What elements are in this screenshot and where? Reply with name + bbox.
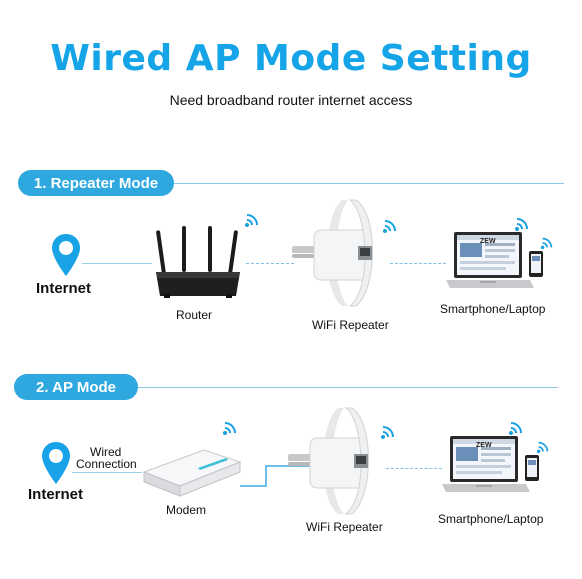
wired-label: Wired bbox=[90, 445, 122, 459]
internet-label: Internet bbox=[36, 280, 92, 297]
section-1-divider bbox=[174, 183, 564, 184]
location-pin-icon bbox=[52, 234, 80, 276]
wifi-repeater-icon bbox=[292, 199, 373, 307]
location-pin-icon bbox=[42, 442, 70, 484]
router-icon bbox=[156, 226, 240, 298]
wireless-link bbox=[246, 263, 294, 264]
wifi-repeater-label: WiFi Repeater bbox=[312, 318, 389, 332]
wifi-repeater-label: WiFi Repeater bbox=[306, 520, 383, 534]
wifi-signal-icon bbox=[509, 422, 522, 435]
screen-logo: ZEW bbox=[476, 442, 492, 449]
client-label: Smartphone/Laptop bbox=[440, 302, 546, 316]
page-title: Wired AP Mode Setting bbox=[50, 38, 532, 79]
client-label: Smartphone/Laptop bbox=[438, 512, 544, 526]
laptop-icon bbox=[442, 436, 530, 492]
connection-label: Connection bbox=[76, 457, 137, 471]
wifi-signal-icon bbox=[245, 214, 258, 227]
connection-line bbox=[72, 472, 142, 473]
wifi-signal-icon bbox=[223, 422, 236, 435]
modem-icon bbox=[142, 449, 242, 497]
wifi-signal-icon bbox=[536, 441, 549, 454]
wireless-link bbox=[386, 468, 442, 469]
smartphone-icon bbox=[529, 251, 543, 277]
page-subtitle: Need broadband router internet access bbox=[169, 92, 413, 108]
wifi-repeater-icon bbox=[288, 407, 369, 515]
router-label: Router bbox=[176, 308, 213, 322]
smartphone-icon bbox=[525, 455, 539, 481]
section-2-divider bbox=[138, 387, 558, 388]
wifi-signal-icon bbox=[383, 220, 396, 233]
wifi-signal-icon bbox=[540, 237, 553, 250]
wireless-link bbox=[390, 263, 446, 264]
section-2-label: 2. AP Mode bbox=[14, 374, 138, 400]
modem-label: Modem bbox=[166, 503, 207, 517]
laptop-icon bbox=[446, 232, 534, 288]
wifi-signal-icon bbox=[515, 218, 528, 231]
screen-logo: ZEW bbox=[480, 238, 496, 245]
section-1-label: 1. Repeater Mode bbox=[18, 170, 174, 196]
connection-line bbox=[82, 263, 152, 264]
internet-label: Internet bbox=[28, 486, 84, 503]
wifi-signal-icon bbox=[381, 426, 394, 439]
